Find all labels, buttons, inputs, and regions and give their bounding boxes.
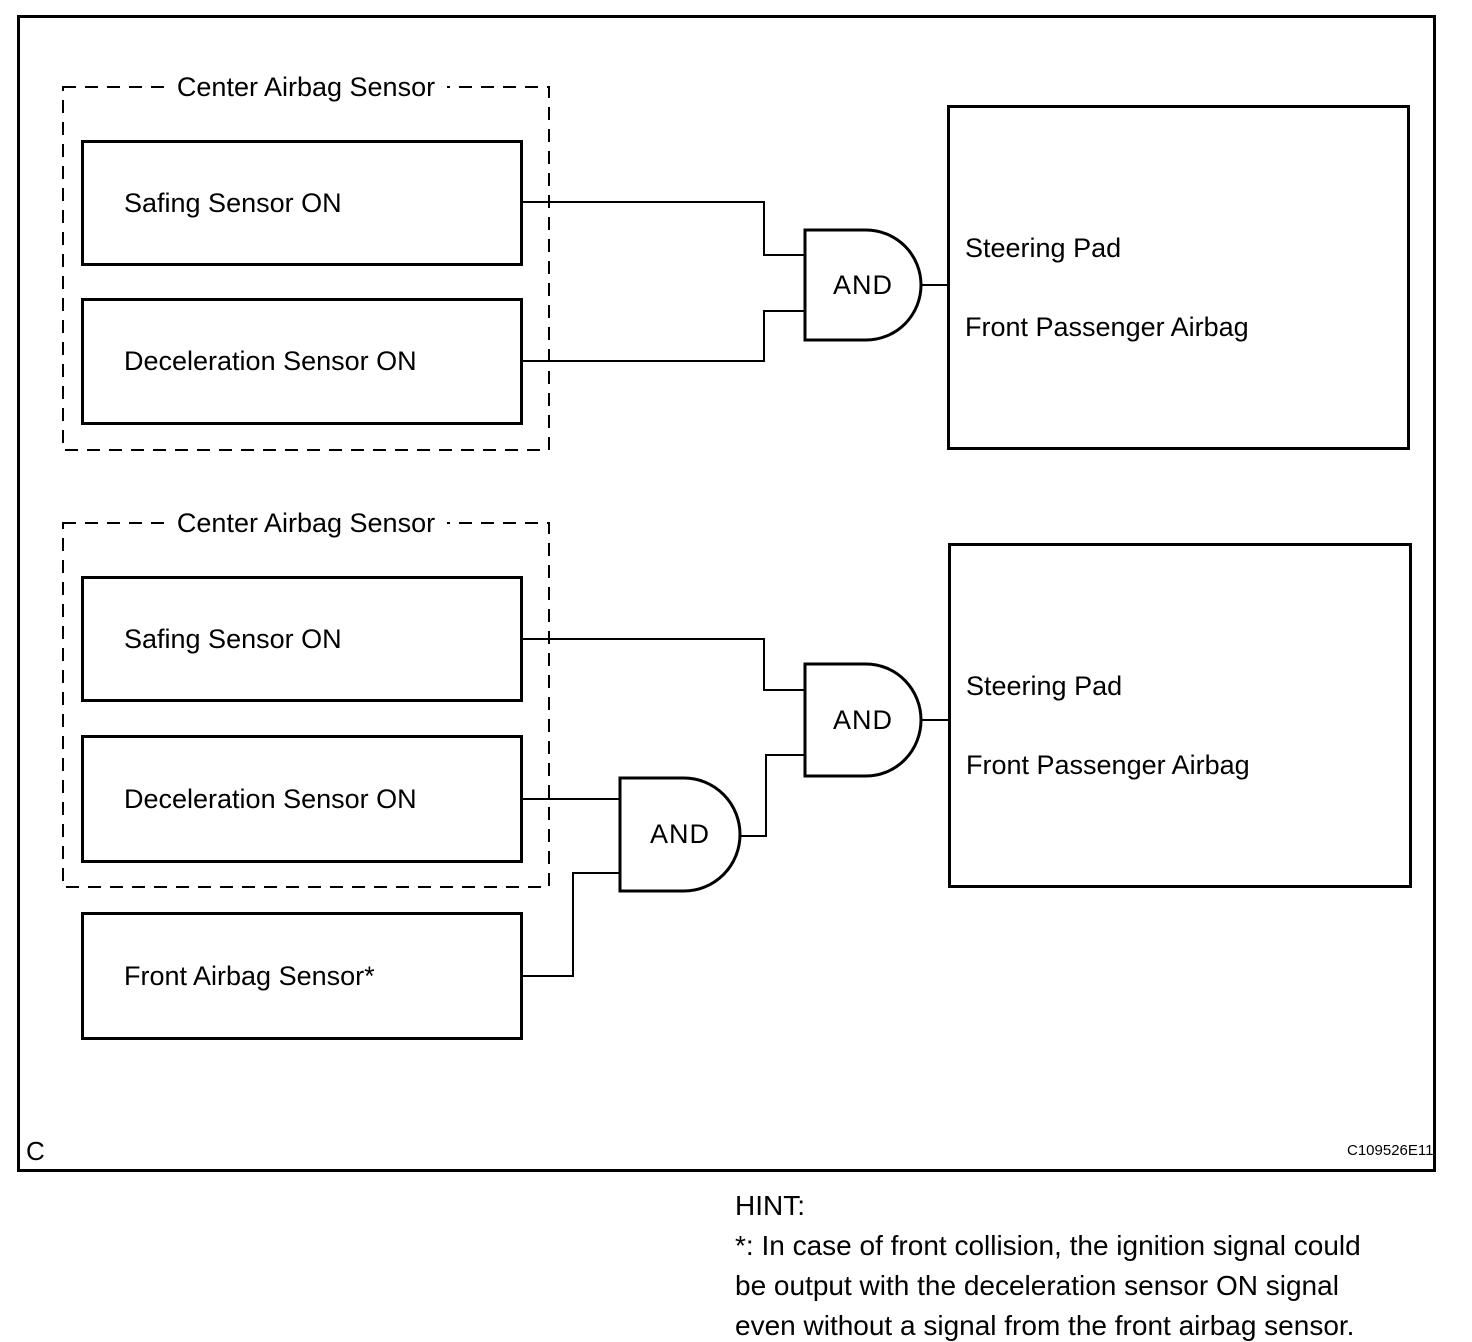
- output-box-1: Steering Pad Front Passenger Airbag: [947, 105, 1410, 450]
- wire-safing-1: [523, 201, 805, 256]
- safing-sensor-label-2: Safing Sensor ON: [124, 623, 342, 654]
- deceleration-sensor-label-2: Deceleration Sensor ON: [124, 783, 417, 814]
- figure-code: C109526E11: [1347, 1142, 1434, 1159]
- safing-sensor-box-1: Safing Sensor ON: [81, 140, 523, 266]
- hint-line-3: even without a signal from the front air…: [735, 1310, 1355, 1341]
- deceleration-sensor-label-1: Deceleration Sensor ON: [124, 346, 417, 376]
- hint-line-2: be output with the deceleration sensor O…: [735, 1270, 1339, 1301]
- wire-deceleration-1: [523, 310, 805, 362]
- and-gate-1-label: AND: [832, 269, 893, 300]
- wire-front-airbag: [523, 872, 620, 977]
- deceleration-sensor-box-1: Deceleration Sensor ON: [81, 298, 523, 425]
- hint-title: HINT:: [735, 1190, 805, 1221]
- and-gate-1-shape: [803, 228, 923, 342]
- wire-safing-2: [523, 638, 805, 691]
- group-label-center-airbag-sensor-1: Center Airbag Sensor: [63, 71, 549, 103]
- output-line-front-passenger-airbag-1: Front Passenger Airbag: [965, 311, 1249, 342]
- figure-frame: [17, 15, 1436, 1172]
- front-airbag-sensor-label: Front Airbag Sensor*: [124, 960, 375, 991]
- and-gate-2-label: AND: [832, 704, 893, 735]
- output-box-2: Steering Pad Front Passenger Airbag: [948, 543, 1412, 888]
- wire-gate3-to-gate2: [740, 754, 805, 837]
- hint-line-1: *: In case of front collision, the ignit…: [735, 1230, 1361, 1261]
- and-gate-2-shape: [803, 662, 923, 778]
- deceleration-sensor-box-2: Deceleration Sensor ON: [81, 735, 523, 863]
- output-line-steering-pad-1: Steering Pad: [965, 232, 1122, 263]
- front-airbag-sensor-box: Front Airbag Sensor*: [81, 912, 523, 1040]
- output-line-front-passenger-airbag-2: Front Passenger Airbag: [966, 749, 1250, 780]
- and-gate-3-label: AND: [649, 819, 710, 849]
- figure-label: C: [26, 1136, 45, 1166]
- safing-sensor-box-2: Safing Sensor ON: [81, 576, 523, 702]
- hint-note: HINT: *: In case of front collision, the…: [735, 1186, 1455, 1342]
- output-line-steering-pad-2: Steering Pad: [966, 670, 1123, 701]
- safing-sensor-label-1: Safing Sensor ON: [124, 187, 342, 218]
- group-label-center-airbag-sensor-2: Center Airbag Sensor: [63, 507, 549, 539]
- and-gate-3-shape: [618, 776, 742, 893]
